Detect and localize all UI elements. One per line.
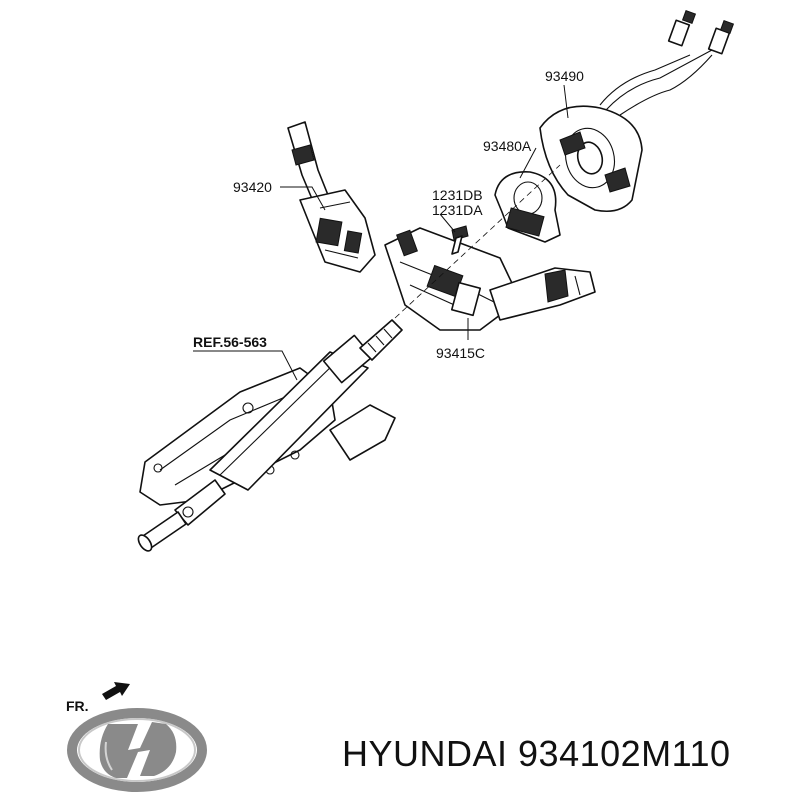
leader-lines xyxy=(193,84,569,381)
front-marker: FR. xyxy=(66,682,130,714)
label-1231da: 1231DA xyxy=(432,202,483,218)
steering-column xyxy=(137,319,403,552)
label-ref-56-563: REF.56-563 xyxy=(193,334,267,350)
angle-sensor xyxy=(494,171,561,243)
brand-part-number: HYUNDAI 934102M110 xyxy=(342,733,731,774)
label-93490: 93490 xyxy=(545,68,584,84)
label-93420: 93420 xyxy=(233,179,272,195)
label-front: FR. xyxy=(66,698,89,714)
assembly-axis xyxy=(394,164,561,319)
label-93415c: 93415C xyxy=(436,345,485,361)
wiper-switch xyxy=(287,121,376,273)
label-1231db: 1231DB xyxy=(432,187,483,203)
bolt xyxy=(451,225,469,255)
clock-spring xyxy=(539,9,735,213)
multifunction-switch xyxy=(384,227,596,331)
front-arrow-icon xyxy=(102,682,130,700)
label-93480a: 93480A xyxy=(483,138,532,154)
hyundai-logo xyxy=(67,708,207,792)
